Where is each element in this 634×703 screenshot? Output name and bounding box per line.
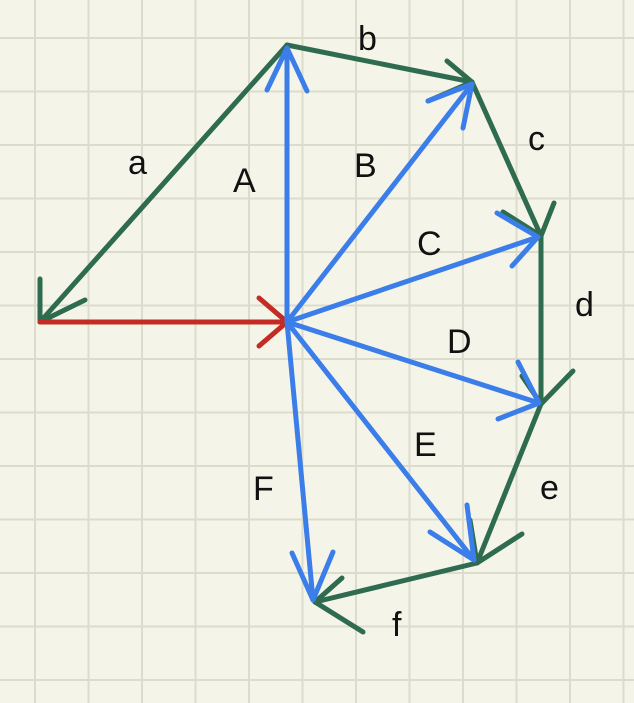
vector-a [37, 42, 290, 325]
label-b: b [358, 20, 377, 58]
label-D: D [447, 323, 472, 361]
vector-E [284, 319, 477, 563]
label-A: A [233, 162, 256, 200]
label-E: E [414, 426, 437, 464]
vector-D [284, 319, 542, 406]
label-e: e [540, 469, 559, 507]
vector-B-arrowhead [425, 81, 475, 131]
vector-C [284, 234, 541, 325]
vector-f-arrowhead [312, 575, 366, 635]
vector-A-arrowhead [264, 45, 310, 94]
vector-c [469, 79, 544, 239]
vector-f [312, 560, 480, 605]
label-a: a [128, 144, 147, 182]
vector-E-arrowhead [427, 502, 477, 563]
vector-b [284, 42, 475, 85]
label-F: F [253, 470, 274, 508]
vector-C-arrowhead [494, 210, 541, 269]
vector-D-arrowhead [495, 359, 542, 422]
label-C: C [417, 225, 442, 263]
label-d: d [575, 286, 594, 324]
blue-vectors [264, 45, 542, 603]
label-c: c [528, 120, 545, 158]
vector-F [284, 319, 316, 603]
labels: a b c d e f A B C D E F [128, 20, 594, 644]
label-B: B [354, 147, 377, 185]
vector-e-arrowhead [467, 517, 525, 566]
vector-B [284, 81, 475, 325]
vector-e [474, 401, 544, 566]
label-f: f [392, 606, 402, 644]
vector-F-arrowhead [289, 549, 336, 603]
